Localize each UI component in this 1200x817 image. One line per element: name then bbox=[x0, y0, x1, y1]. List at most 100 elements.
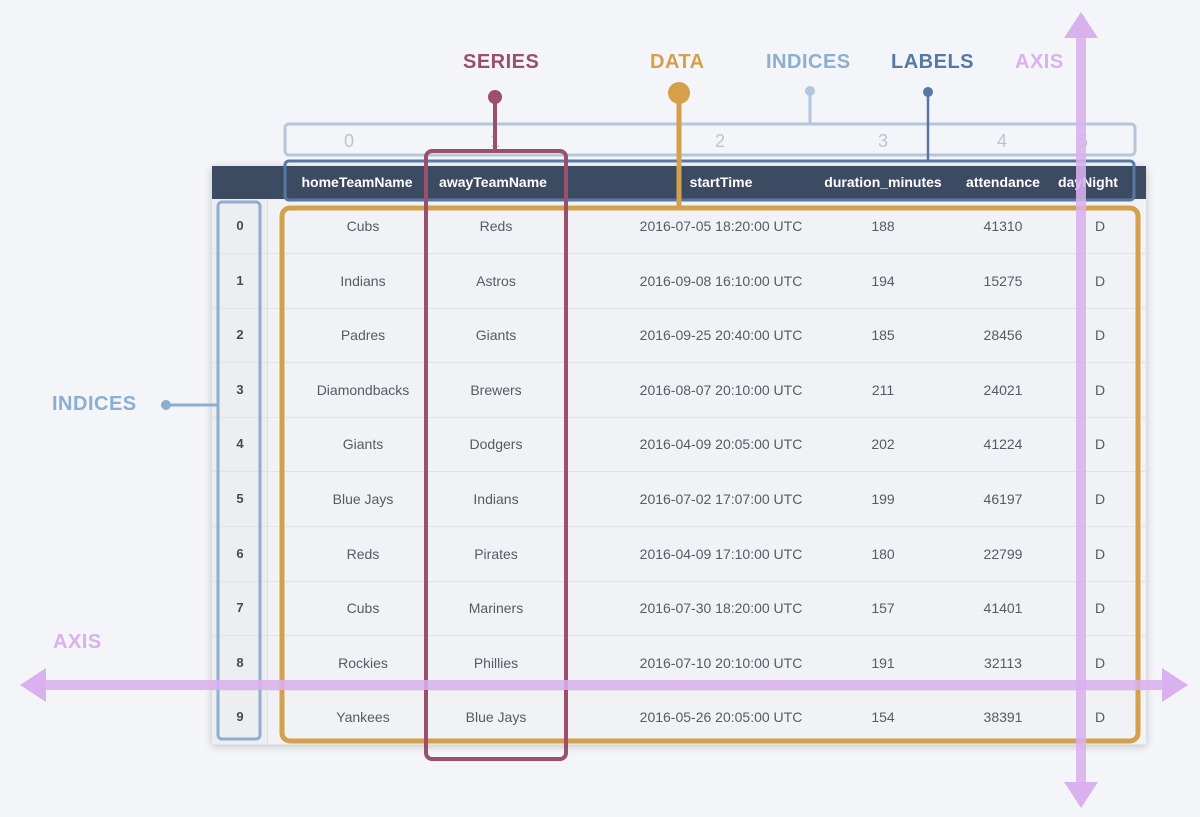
column-header: attendance bbox=[966, 174, 1040, 190]
away-team-cell: Reds bbox=[479, 218, 513, 234]
away-team-cell: Blue Jays bbox=[465, 709, 527, 726]
indices-label-left: INDICES bbox=[52, 393, 137, 415]
start-time-cell: 2016-04-09 17:10:00 UTC bbox=[639, 545, 803, 562]
day-night-cell: D bbox=[1095, 272, 1106, 289]
start-time-cell: 2016-07-30 18:20:00 UTC bbox=[639, 600, 803, 617]
duration-cell: 188 bbox=[871, 218, 895, 234]
day-night-cell: D bbox=[1095, 381, 1106, 398]
row-index: 6 bbox=[236, 545, 244, 561]
home-team-cell: Reds bbox=[346, 545, 380, 562]
data-connector-dot bbox=[668, 82, 690, 104]
axis-label-top: AXIS bbox=[1015, 51, 1064, 73]
away-team-cell: Dodgers bbox=[469, 436, 523, 453]
duration-cell: 191 bbox=[871, 654, 895, 671]
series-label: SERIES bbox=[463, 51, 540, 73]
row-index: 3 bbox=[236, 381, 244, 397]
column-position-number: 0 bbox=[343, 131, 355, 151]
duration-cell: 185 bbox=[871, 327, 895, 344]
axis-label-left: AXIS bbox=[53, 631, 102, 653]
column-position-number: 3 bbox=[877, 131, 889, 151]
attendance-cell: 32113 bbox=[984, 654, 1022, 671]
indices-connector-dot bbox=[805, 86, 815, 96]
attendance-cell: 15275 bbox=[983, 272, 1023, 289]
column-header: startTime bbox=[689, 174, 753, 190]
dataframe-table: homeTeamName awayTeamName startTime dura… bbox=[212, 166, 1146, 746]
away-team-cell: Astros bbox=[476, 272, 516, 289]
duration-cell: 202 bbox=[871, 436, 895, 453]
attendance-cell: 41224 bbox=[983, 436, 1023, 453]
column-header: homeTeamName bbox=[301, 174, 413, 190]
table-row: 5 Blue Jays Indians 2016-07-02 17:07:00 UTC… bbox=[212, 472, 1146, 527]
day-night-cell: D bbox=[1095, 545, 1106, 562]
day-night-cell: D bbox=[1095, 327, 1106, 344]
duration-cell: 180 bbox=[871, 545, 895, 562]
duration-cell: 157 bbox=[871, 600, 895, 617]
home-team-cell: Padres bbox=[340, 327, 386, 344]
away-team-cell: Mariners bbox=[468, 600, 524, 617]
away-team-cell: Pirates bbox=[474, 545, 518, 562]
away-team-cell: Brewers bbox=[470, 381, 522, 398]
day-night-cell: D bbox=[1095, 654, 1106, 671]
table-header-row: homeTeamName awayTeamName startTime dura… bbox=[212, 166, 1146, 199]
attendance-cell: 28456 bbox=[983, 327, 1023, 344]
home-team-cell: Cubs bbox=[346, 218, 380, 234]
column-header: dayNight bbox=[1058, 174, 1118, 190]
labels-connector-dot bbox=[923, 87, 933, 97]
data-label: DATA bbox=[650, 51, 705, 73]
home-team-cell: Indians bbox=[340, 272, 386, 289]
row-index: 5 bbox=[236, 491, 244, 506]
start-time-cell: 2016-07-10 20:10:00 UTC bbox=[639, 654, 803, 671]
attendance-cell: 22799 bbox=[983, 545, 1023, 562]
away-team-cell: Phillies bbox=[473, 654, 519, 671]
start-time-cell: 2016-07-02 17:07:00 UTC bbox=[639, 491, 803, 507]
start-time-cell: 2016-08-07 20:10:00 UTC bbox=[639, 381, 803, 398]
series-connector-dot bbox=[488, 90, 502, 104]
attendance-cell: 41401 bbox=[983, 600, 1023, 617]
horizontal-axis-arrow-right-icon bbox=[1162, 668, 1188, 702]
home-team-cell: Yankees bbox=[336, 709, 390, 726]
home-team-cell: Blue Jays bbox=[332, 491, 394, 507]
column-header: awayTeamName bbox=[439, 174, 547, 190]
column-position-number: 5 bbox=[1077, 131, 1089, 151]
home-team-cell: Cubs bbox=[346, 600, 380, 617]
start-time-cell: 2016-09-25 20:40:00 UTC bbox=[639, 327, 803, 344]
table-row: 6 Reds Pirates 2016-04-09 17:10:00 UTC 180 22… bbox=[212, 527, 1146, 582]
day-night-cell: D bbox=[1095, 218, 1106, 234]
duration-cell: 194 bbox=[871, 272, 895, 289]
start-time-cell: 2016-05-26 20:05:00 UTC bbox=[639, 709, 803, 726]
column-position-number: 4 bbox=[996, 131, 1008, 151]
row-index: 1 bbox=[236, 272, 244, 288]
day-night-cell: D bbox=[1095, 436, 1106, 453]
column-position-number: 2 bbox=[714, 131, 726, 151]
start-time-cell: 2016-04-09 20:05:00 UTC bbox=[639, 436, 803, 453]
column-header: duration_minutes bbox=[824, 174, 942, 190]
duration-cell: 211 bbox=[871, 381, 895, 398]
horizontal-axis-arrow-left-icon bbox=[20, 668, 46, 702]
attendance-cell: 24021 bbox=[983, 381, 1023, 398]
vertical-axis-arrow-down-icon bbox=[1064, 782, 1098, 808]
column-position-number: 1 bbox=[489, 131, 501, 151]
day-night-cell: D bbox=[1095, 600, 1106, 617]
row-index: 4 bbox=[236, 436, 244, 452]
vertical-axis-arrow-up-icon bbox=[1064, 12, 1098, 38]
labels-label: LABELS bbox=[891, 51, 974, 73]
home-team-cell: Diamondbacks bbox=[316, 381, 410, 398]
row-index: 0 bbox=[236, 218, 244, 233]
away-team-cell: Giants bbox=[475, 327, 517, 344]
row-index: 9 bbox=[236, 709, 244, 725]
table-row: 9 Yankees Blue Jays 2016-05-26 20:05:00 UTC… bbox=[212, 690, 1146, 746]
day-night-cell: D bbox=[1095, 491, 1106, 507]
table-row: 2 Padres Giants 2016-09-25 20:40:00 UTC 185 2… bbox=[212, 308, 1146, 364]
home-team-cell: Rockies bbox=[338, 654, 388, 671]
attendance-cell: 38391 bbox=[983, 709, 1023, 726]
start-time-cell: 2016-07-05 18:20:00 UTC bbox=[639, 218, 803, 234]
away-team-cell: Indians bbox=[473, 491, 519, 507]
row-index: 2 bbox=[236, 327, 244, 343]
attendance-cell: 46197 bbox=[983, 491, 1023, 507]
indices-label-top: INDICES bbox=[766, 51, 851, 73]
